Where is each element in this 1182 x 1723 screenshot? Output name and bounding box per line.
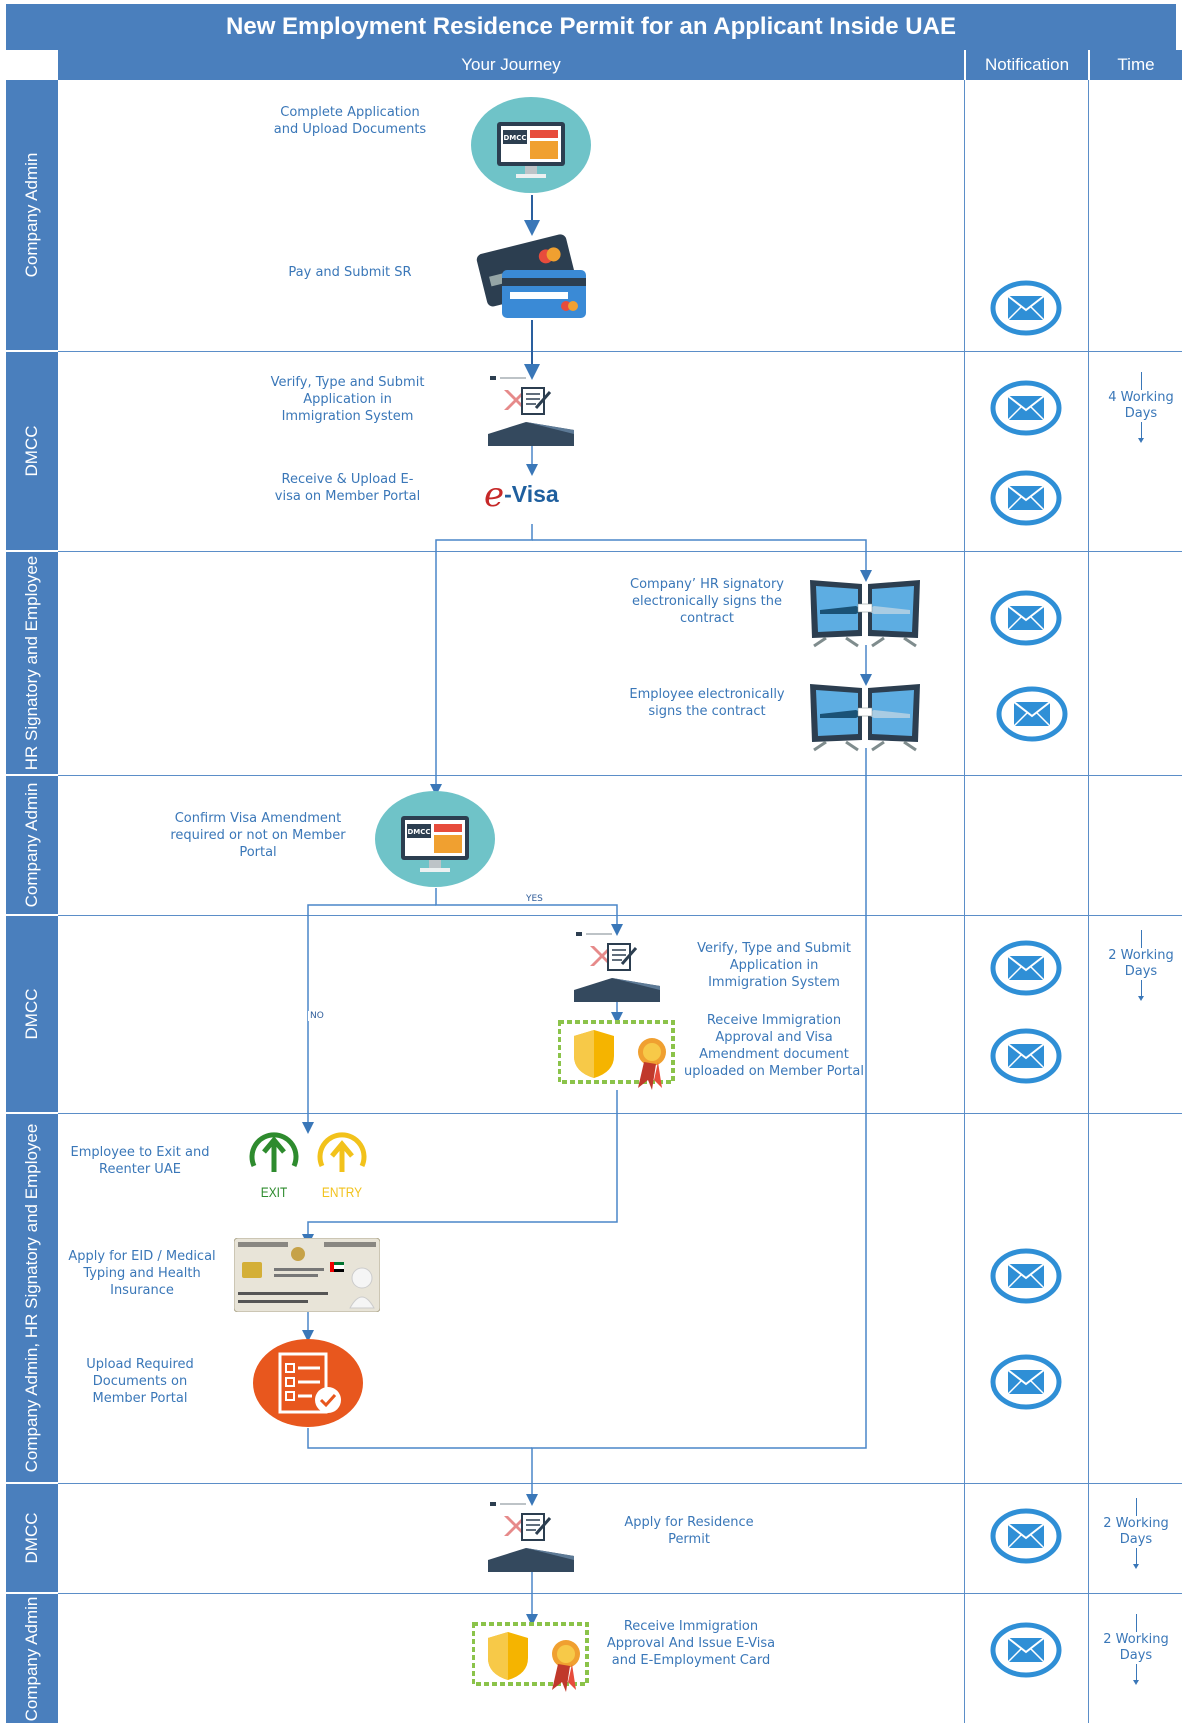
e-sign-contract-icon (806, 576, 924, 648)
email-notification-icon (990, 1354, 1062, 1414)
step-verify-type-submit-2: Verify, Type and Submit Application in I… (697, 941, 851, 990)
email-notification-icon (990, 1622, 1062, 1682)
step-complete-application: Complete Application and Upload Document… (273, 105, 427, 137)
branch-yes-label: YES (524, 894, 545, 904)
entry-icon: ENTRY (312, 1132, 372, 1202)
branch-no-label: NO (308, 1011, 326, 1021)
email-notification-icon (996, 686, 1068, 746)
email-notification-icon (990, 940, 1062, 1000)
header-your-journey: Your Journey (58, 50, 964, 80)
exit-label: EXIT (260, 1184, 288, 1200)
lane-company-admin-3: Company Admin (6, 1594, 58, 1723)
email-notification-icon (990, 590, 1062, 650)
approval-certificate-icon (557, 1018, 676, 1090)
e-sign-contract-icon (806, 680, 924, 752)
step-receive-evisa-employment-card: Receive Immigration Approval And Issue E… (606, 1619, 776, 1668)
lane-dmcc-2: DMCC (6, 916, 58, 1112)
approval-certificate-icon (471, 1620, 590, 1692)
computer-dmcc-icon: DMCC (470, 96, 592, 194)
time-estimate: 2 Working Days (1096, 1498, 1176, 1569)
step-verify-type-submit-1: Verify, Type and Submit Application in I… (270, 375, 425, 424)
time-estimate: 2 Working Days (1102, 930, 1180, 1001)
lane-divider (58, 1483, 1182, 1484)
email-notification-icon (990, 1248, 1062, 1308)
step-apply-eid-medical: Apply for EID / Medical Typing and Healt… (68, 1249, 216, 1298)
lane-company-admin-hr-employee: Company Admin, HR Signatory and Employee (6, 1114, 58, 1482)
time-estimate: 4 Working Days (1102, 372, 1180, 443)
exit-icon: EXIT (244, 1132, 304, 1202)
step-upload-required-documents: Upload Required Documents on Member Port… (86, 1357, 194, 1406)
step-employee-signs-contract: Employee electronically signs the contra… (629, 687, 785, 719)
lane-dmcc-3: DMCC (6, 1484, 58, 1592)
page-title: New Employment Residence Permit for an A… (6, 4, 1176, 50)
email-notification-icon (990, 1508, 1062, 1568)
monitor-label: DMCC (503, 134, 526, 142)
entry-label: ENTRY (321, 1184, 363, 1200)
emirates-id-card-icon (233, 1237, 381, 1313)
lane-divider (58, 1113, 1182, 1114)
lane-divider (58, 775, 1182, 776)
evisa-text: -Visa (504, 481, 559, 507)
email-notification-icon (990, 470, 1062, 530)
lane-divider (58, 1593, 1182, 1594)
time-estimate: 2 Working Days (1096, 1614, 1176, 1685)
immigration-system-icon (486, 1500, 576, 1572)
credit-cards-icon (474, 232, 588, 318)
step-exit-reenter-uae: Employee to Exit and Reenter UAE (70, 1145, 210, 1177)
header-notification: Notification (966, 50, 1088, 80)
step-apply-residence-permit: Apply for Residence Permit (624, 1515, 754, 1547)
time-estimate-label: 2 Working Days (1103, 1632, 1169, 1663)
time-estimate-label: 4 Working Days (1108, 390, 1174, 421)
lane-company-admin-1: Company Admin (6, 80, 58, 350)
step-receive-upload-evisa: Receive & Upload E-visa on Member Portal (274, 472, 421, 504)
step-pay-submit: Pay and Submit SR (288, 265, 412, 280)
step-hr-signs-contract: Company’ HR signatory electronically sig… (630, 577, 784, 626)
time-estimate-label: 2 Working Days (1108, 948, 1174, 979)
step-receive-amendment-approval: Receive Immigration Approval and Visa Am… (684, 1013, 864, 1079)
monitor-label: DMCC (407, 828, 430, 836)
time-estimate-label: 2 Working Days (1103, 1516, 1169, 1547)
lane-hr-signatory-employee: HR Signatory and Employee (6, 552, 58, 774)
email-notification-icon (990, 380, 1062, 440)
header-time: Time (1090, 50, 1182, 80)
upload-checklist-icon (252, 1338, 364, 1428)
immigration-system-icon (486, 374, 576, 446)
lane-divider (58, 351, 1182, 352)
evisa-e: e (484, 475, 505, 515)
column-divider (1088, 80, 1089, 1723)
step-confirm-visa-amendment: Confirm Visa Amendment required or not o… (170, 811, 346, 860)
lane-dmcc-1: DMCC (6, 352, 58, 550)
computer-dmcc-icon: DMCC (374, 790, 496, 888)
immigration-system-icon (572, 930, 662, 1002)
evisa-logo-icon: e-Visa (484, 478, 584, 516)
email-notification-icon (990, 280, 1062, 340)
lane-divider (58, 551, 1182, 552)
column-divider (964, 80, 965, 1723)
email-notification-icon (990, 1028, 1062, 1088)
lane-company-admin-2: Company Admin (6, 776, 58, 914)
lane-divider (58, 915, 1182, 916)
